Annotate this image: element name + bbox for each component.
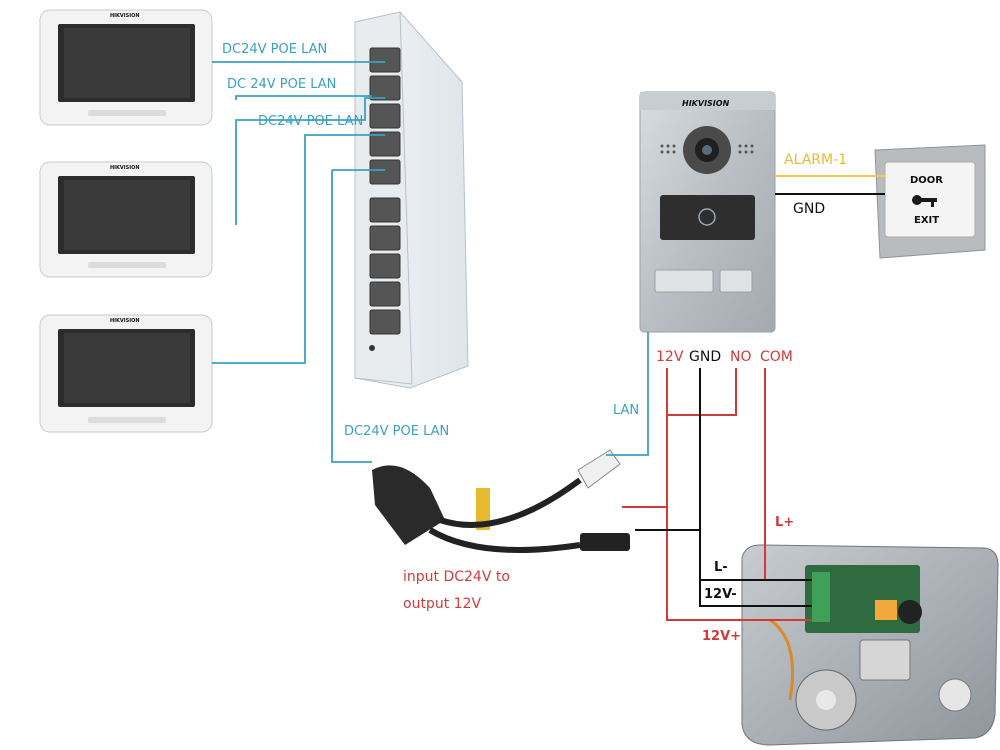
- converter-note-line1: input DC24V to: [403, 569, 510, 585]
- label-lock-lplus: L+: [775, 515, 795, 530]
- key-icon: [912, 195, 937, 207]
- converter-note-line2: output 12V: [403, 596, 482, 612]
- terminal-12v: 12V: [656, 349, 684, 365]
- indoor-monitor-1: [39, 9, 213, 126]
- indoor-monitor-2: [39, 161, 213, 278]
- poe-switch: [354, 11, 469, 389]
- terminal-no: NO: [730, 349, 752, 365]
- indoor-monitor-3: [39, 314, 213, 433]
- label-poe-lan-3: DC24V POE LAN: [258, 114, 364, 129]
- exit-button-line1: DOOR: [910, 175, 944, 186]
- exit-button-wiring: [775, 175, 885, 195]
- terminal-gnd: GND: [689, 349, 722, 365]
- label-poe-lan-4: DC24V POE LAN: [344, 424, 450, 439]
- monitor-brand-2: HIKVISION: [110, 165, 140, 171]
- terminal-com: COM: [760, 349, 793, 365]
- network-wiring: [212, 61, 649, 463]
- exit-button-line2: EXIT: [914, 215, 940, 226]
- label-lock-12vminus: 12V-: [704, 587, 737, 602]
- poe-splitter: [372, 449, 630, 553]
- label-poe-lan-2: DC 24V POE LAN: [227, 77, 337, 92]
- door-station-brand: HIKVISION: [682, 99, 730, 108]
- label-gnd-exit: GND: [793, 201, 826, 217]
- label-lan: LAN: [613, 403, 640, 418]
- monitor-brand-1: HIKVISION: [110, 13, 140, 19]
- exit-button: [874, 144, 986, 259]
- label-alarm: ALARM-1: [784, 152, 848, 168]
- monitor-brand-3: HIKVISION: [110, 318, 140, 324]
- door-station: [639, 91, 776, 333]
- lock-wiring: [622, 368, 812, 621]
- electric-lock: [741, 544, 999, 746]
- label-poe-lan-1: DC24V POE LAN: [222, 42, 328, 57]
- label-lock-lminus: L-: [714, 560, 728, 575]
- label-lock-12vplus: 12V+: [702, 629, 742, 644]
